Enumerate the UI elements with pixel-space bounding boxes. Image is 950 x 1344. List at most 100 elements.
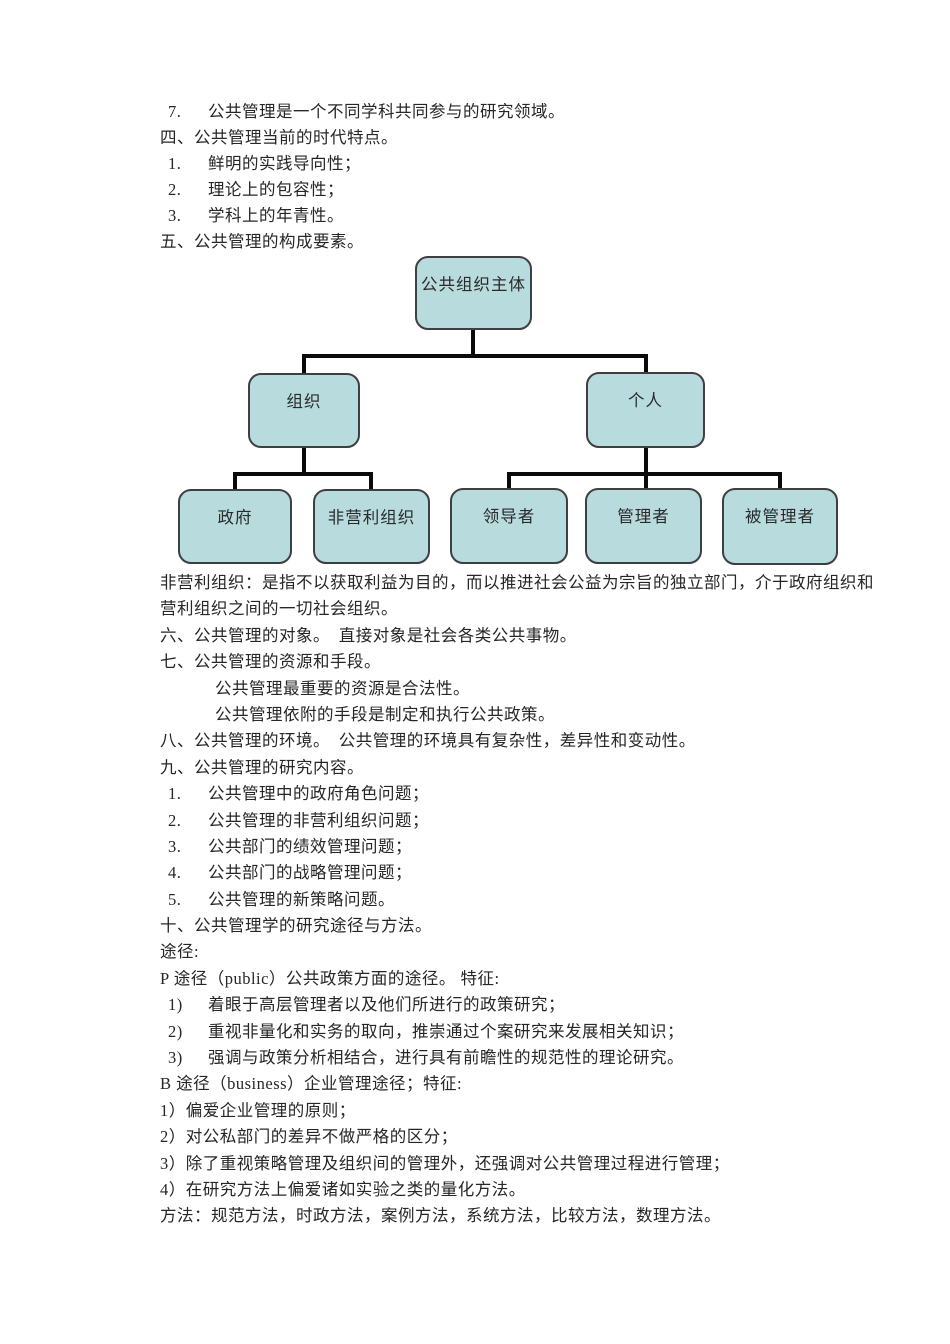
text-block-top: 7. 公共管理是一个不同学科共同参与的研究领域。四、公共管理当前的时代特点。 1. 鲜… [160, 99, 840, 255]
list-number: 7. [168, 102, 182, 121]
text-content: P 途径（public）公共政策方面的途径。 特征: [160, 968, 500, 988]
text-line: 3) 强调与政策分析相结合，进行具有前瞻性的规范性的理论研究。 [160, 1045, 840, 1071]
text-line: 2）对公私部门的差异不做严格的区分； [160, 1124, 840, 1150]
connector-line [369, 472, 373, 489]
text-content: 非营利组织：是指不以获取利益为目的，而以推进社会公益为宗旨的独立部门，介于政府组… [160, 573, 874, 592]
org-node-label: 被管理者 [745, 507, 815, 526]
list-number: 5. [168, 889, 182, 909]
connector-line [471, 330, 475, 358]
text-content: 学科上的年青性。 [208, 206, 344, 225]
list-number: 1. [168, 784, 182, 804]
text-content: 公共管理是一个不同学科共同参与的研究领域。 [208, 102, 565, 121]
org-node-label: 非营利组织 [327, 508, 416, 527]
org-node-label: 领导者 [482, 507, 536, 526]
text-content: 2）对公私部门的差异不做严格的区分； [160, 1127, 458, 1147]
text-line: 四、公共管理当前的时代特点。 [160, 125, 840, 151]
list-number: 3. [168, 206, 182, 225]
connector-line [302, 448, 306, 476]
org-node-label: 公共组织主体 [421, 275, 526, 294]
text-content: 方法：规范方法，时政方法，案例方法，系统方法，比较方法，数理方法。 [160, 1206, 721, 1226]
text-line: 2. 公共管理的非营利组织问题； [160, 808, 840, 834]
text-content: 五、公共管理的构成要素。 [160, 232, 364, 251]
text-line: 3. 学科上的年青性。 [160, 203, 840, 229]
text-line: 1. 公共管理中的政府角色问题； [160, 781, 840, 807]
text-content: 途径: [160, 942, 200, 962]
text-line: 营利组织之间的一切社会组织。 [160, 596, 840, 622]
text-line: 九、公共管理的研究内容。 [160, 755, 840, 781]
text-content: 4）在研究方法上偏爱诸如实验之类的量化方法。 [160, 1179, 526, 1199]
connector-line [644, 354, 648, 373]
text-line: 七、公共管理的资源和手段。 [160, 649, 840, 675]
text-line: 公共管理依附的手段是制定和执行公共政策。 [160, 702, 840, 728]
text-content: 公共部门的绩效管理问题； [208, 836, 412, 856]
text-line: 1. 鲜明的实践导向性； [160, 151, 840, 177]
connector-line [233, 472, 237, 489]
connector-line [302, 354, 648, 358]
list-number: 4. [168, 863, 182, 883]
connector-line [778, 472, 782, 489]
text-content: 重视非量化和实务的取向，推崇通过个案研究来发展相关知识； [208, 1021, 684, 1041]
connector-line [302, 354, 306, 373]
list-number: 1. [168, 154, 182, 173]
org-chart: 公共组织主体 组织 个人 政府 非营利组织 领导者 管理者 被管理者 [0, 0, 950, 600]
text-line: 十、公共管理学的研究途径与方法。 [160, 913, 840, 939]
text-content: 九、公共管理的研究内容。 [160, 757, 364, 777]
text-content: 着眼于高层管理者以及他们所进行的政策研究； [208, 995, 565, 1015]
text-content: 公共管理的非营利组织问题； [208, 810, 429, 830]
org-node-label: 政府 [217, 508, 253, 527]
text-line: 五、公共管理的构成要素。 [160, 229, 840, 255]
org-node-label: 个人 [628, 391, 663, 410]
text-content: 强调与政策分析相结合，进行具有前瞻性的规范性的理论研究。 [208, 1048, 684, 1068]
text-line: 六、公共管理的对象。 直接对象是社会各类公共事物。 [160, 623, 840, 649]
connector-line [507, 472, 782, 476]
list-number: 3) [168, 1048, 183, 1068]
text-content: 八、公共管理的环境。 公共管理的环境具有复杂性，差异性和变动性。 [160, 731, 696, 751]
text-block-bottom: 非营利组织：是指不以获取利益为目的，而以推进社会公益为宗旨的独立部门，介于政府组… [160, 570, 874, 1230]
text-line: B 途径（business）企业管理途径；特征: [160, 1071, 840, 1097]
text-content: 十、公共管理学的研究途径与方法。 [160, 916, 432, 936]
text-line: 3）除了重视策略管理及组织间的管理外，还强调对公共管理过程进行管理； [160, 1151, 840, 1177]
text-line: 2) 重视非量化和实务的取向，推崇通过个案研究来发展相关知识； [160, 1019, 840, 1045]
text-content: 营利组织之间的一切社会组织。 [160, 599, 398, 619]
text-content: 1）偏爱企业管理的原则； [160, 1100, 356, 1120]
text-content: 四、公共管理当前的时代特点。 [160, 128, 398, 147]
text-line: P 途径（public）公共政策方面的途径。 特征: [160, 966, 840, 992]
connector-line [644, 448, 648, 489]
org-node-managed: 被管理者 [722, 488, 838, 565]
list-number: 2. [168, 810, 182, 830]
org-node-individual: 个人 [586, 372, 705, 448]
text-line: 公共管理最重要的资源是合法性。 [160, 676, 840, 702]
list-number: 2) [168, 1021, 183, 1041]
text-content: 3）除了重视策略管理及组织间的管理外，还强调对公共管理过程进行管理； [160, 1153, 730, 1173]
text-line: 4）在研究方法上偏爱诸如实验之类的量化方法。 [160, 1177, 840, 1203]
org-node-leader: 领导者 [450, 488, 568, 564]
list-number: 2. [168, 180, 182, 199]
org-node-manager: 管理者 [585, 488, 702, 564]
text-line: 方法：规范方法，时政方法，案例方法，系统方法，比较方法，数理方法。 [160, 1203, 840, 1229]
text-line: 1)着眼于高层管理者以及他们所进行的政策研究； [160, 992, 840, 1018]
text-line: 非营利组织：是指不以获取利益为目的，而以推进社会公益为宗旨的独立部门，介于政府组… [160, 570, 874, 596]
text-line: 3.公共部门的绩效管理问题； [160, 834, 840, 860]
text-content: 六、公共管理的对象。 直接对象是社会各类公共事物。 [160, 625, 577, 645]
text-content: 鲜明的实践导向性； [208, 154, 361, 173]
text-line: 5. 公共管理的新策略问题。 [160, 887, 840, 913]
org-node-root: 公共组织主体 [415, 256, 532, 330]
text-line: 八、公共管理的环境。 公共管理的环境具有复杂性，差异性和变动性。 [160, 728, 840, 754]
text-line: 1）偏爱企业管理的原则； [160, 1098, 840, 1124]
org-node-nonprofit: 非营利组织 [313, 489, 430, 564]
text-content: 公共部门的战略管理问题； [208, 863, 412, 883]
org-node-organization: 组织 [248, 373, 360, 448]
connector-line [507, 472, 511, 489]
text-content: 公共管理的新策略问题。 [208, 889, 395, 909]
text-line: 4. 公共部门的战略管理问题； [160, 860, 840, 886]
text-content: 七、公共管理的资源和手段。 [160, 652, 381, 672]
org-node-government: 政府 [178, 489, 292, 564]
connector-line [233, 472, 373, 476]
org-node-label: 管理者 [617, 507, 670, 526]
org-node-label: 组织 [286, 392, 322, 411]
text-content: 公共管理中的政府角色问题； [208, 784, 429, 804]
text-content: B 途径（business）企业管理途径；特征: [160, 1074, 463, 1094]
text-line: 途径: [160, 939, 840, 965]
text-line: 2.理论上的包容性； [160, 177, 840, 203]
